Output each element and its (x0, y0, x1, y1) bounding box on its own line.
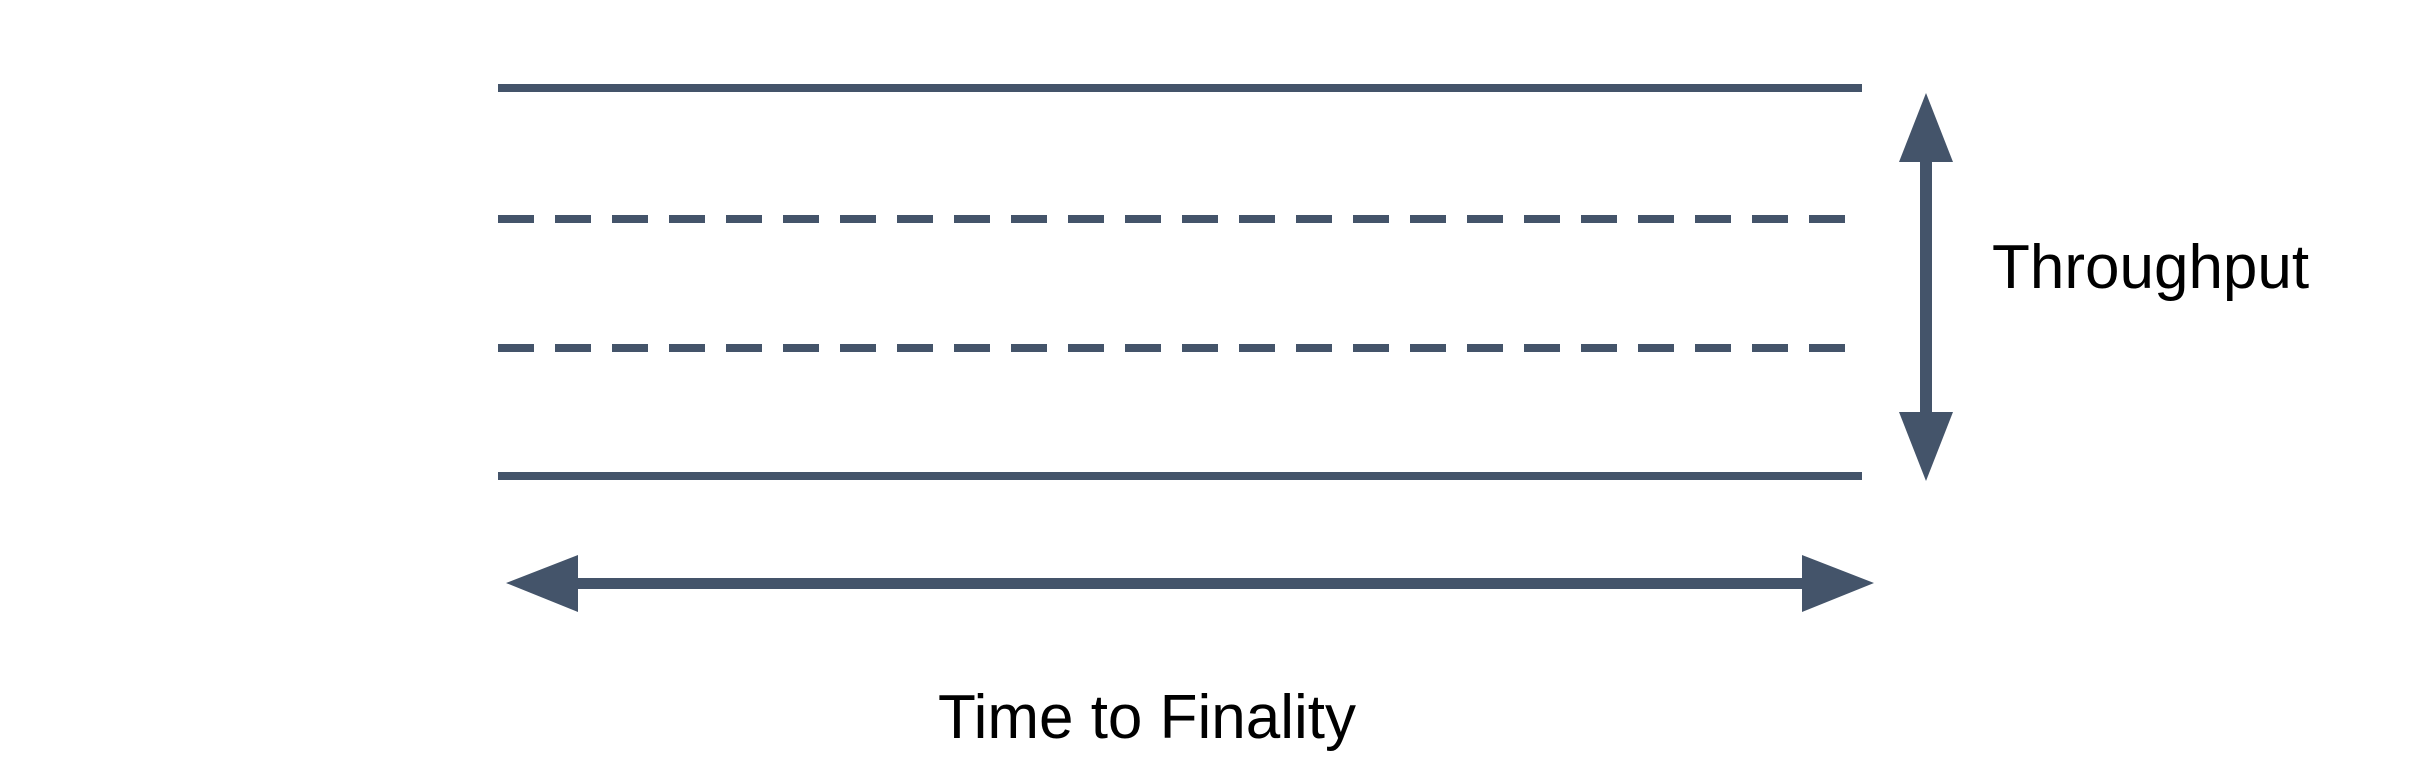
throughput-arrow (1899, 93, 1953, 481)
time-to-finality-arrow-head-left (506, 555, 578, 612)
throughput-arrow-shaft (1920, 150, 1932, 430)
time-to-finality-arrow-head-right (1802, 555, 1874, 612)
throughput-label: Throughput (1992, 233, 2309, 302)
throughput-arrow-head-up (1899, 93, 1953, 162)
time-to-finality-arrow-shaft (570, 578, 1810, 589)
throughput-arrow-head-down (1899, 412, 1953, 481)
time-to-finality-label: Time to Finality (938, 683, 1356, 752)
time-to-finality-arrow (506, 555, 1874, 612)
